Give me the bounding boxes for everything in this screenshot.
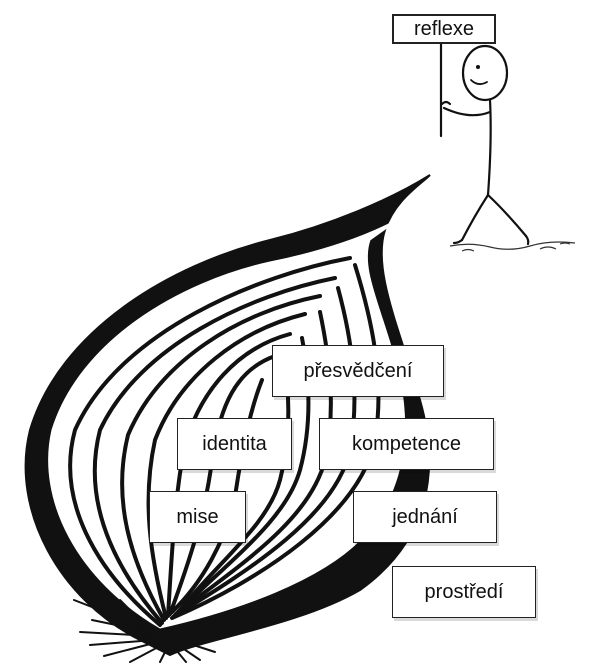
layer-label-identita: identita (177, 418, 292, 470)
layer-label-prostredi: prostředí (392, 566, 536, 618)
ground-scribble (450, 242, 575, 251)
layer-label-kompetence: kompetence (319, 418, 494, 470)
reflexe-sign: reflexe (392, 14, 496, 44)
layer-label-presvedceni: přesvědčení (272, 345, 444, 397)
layer-label-jednani: jednání (353, 491, 497, 543)
stick-figure (441, 44, 528, 244)
layer-label-mise: mise (149, 491, 246, 543)
reflexe-sign-text: reflexe (414, 18, 474, 41)
